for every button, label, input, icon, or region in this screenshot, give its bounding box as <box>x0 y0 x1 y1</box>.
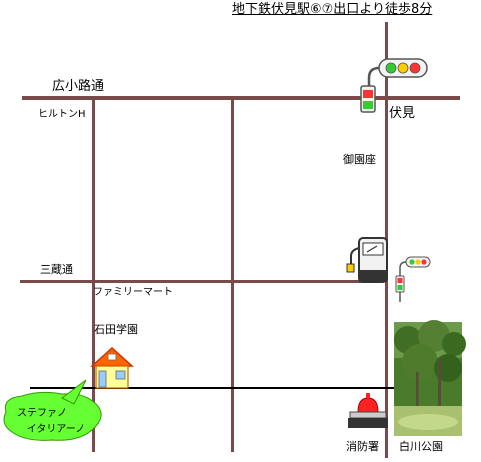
fire-station-icon <box>348 393 388 428</box>
small-traffic-light-icon <box>395 256 431 302</box>
place-label-hilton: ヒルトンH <box>38 109 86 120</box>
park-photo <box>394 320 466 436</box>
place-label-shirakawa-park: 白川公園 <box>399 440 443 453</box>
road-vertical-middle <box>231 100 234 452</box>
house-icon <box>90 346 134 389</box>
bubble-text-line1: ステファノ <box>17 408 67 419</box>
access-note: 地下鉄伏見駅⑥⑦出口より徒歩8分 <box>232 2 433 17</box>
place-label-misonoza: 御園座 <box>343 153 376 166</box>
street-label-hirokoji: 広小路通 <box>52 79 105 94</box>
place-label-fushimi: 伏見 <box>389 106 416 121</box>
road-lower-thin <box>30 387 395 389</box>
place-label-fire-station: 消防署 <box>346 440 379 453</box>
bubble-text-line2: イタリアーノ <box>27 423 85 435</box>
speech-bubble: ステファノ イタリアーノ <box>3 379 102 441</box>
road-mikura <box>20 280 370 283</box>
road-vertical-left <box>92 100 95 452</box>
road-hirokoji <box>22 96 460 100</box>
traffic-light-icon <box>360 58 428 113</box>
street-label-mikura: 三蔵通 <box>40 263 73 276</box>
place-label-familymart: ファミリーマート <box>93 287 173 298</box>
place-label-ishida: 石田学園 <box>94 323 138 336</box>
gas-station-icon <box>346 237 388 283</box>
